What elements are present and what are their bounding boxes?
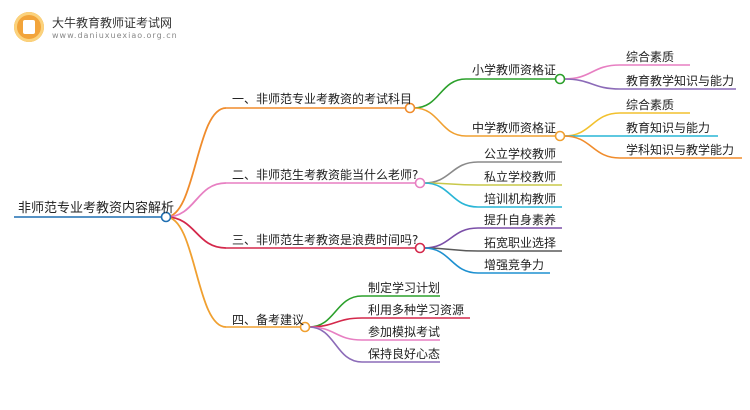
leaf-mock-exam: 参加模拟考试 <box>368 325 441 339</box>
branch-2-dot <box>414 242 426 254</box>
node-secondary-cert: 中学教师资格证 <box>472 121 557 135</box>
leaf-edu-knowledge: 教育知识与能力 <box>626 121 711 135</box>
connector-secondary-leaf-0 <box>563 112 621 137</box>
connector-b1-leaf-2 <box>423 182 479 208</box>
secondary-cert-dot <box>554 130 566 142</box>
connector-primary-cert <box>413 78 467 109</box>
connector-branch-1 <box>165 182 227 218</box>
connector-branch-3 <box>165 216 227 328</box>
primary-cert-dot <box>554 73 566 85</box>
leaf-comprehensive-quality-2: 综合素质 <box>626 98 675 112</box>
connector-b2-leaf-0 <box>423 227 479 249</box>
leaf-study-resources: 利用多种学习资源 <box>368 303 465 317</box>
leaf-edu-teaching-knowledge: 教育教学知识与能力 <box>626 74 735 88</box>
connector-secondary-cert <box>413 107 467 137</box>
branch-1-dot <box>414 177 426 189</box>
connector-b1-leaf-0 <box>423 161 479 184</box>
leaf-training-org: 培训机构教师 <box>484 192 557 206</box>
connector-b2-leaf-2 <box>423 247 479 274</box>
book-icon <box>14 12 44 42</box>
leaf-private-school: 私立学校教师 <box>484 170 557 184</box>
branch-exam-subjects: 一、非师范专业考教资的考试科目 <box>232 92 413 106</box>
branch-prep-advice: 四、备考建议 <box>232 313 305 327</box>
connector-branch-0 <box>165 107 227 218</box>
leaf-competitiveness: 增强竞争力 <box>484 258 545 272</box>
root-topic: 非师范专业考教资内容解析 <box>18 201 175 216</box>
connector-b3-leaf-3 <box>308 326 363 363</box>
branch-0-dot <box>404 102 416 114</box>
connector-primary-leaf-0 <box>563 64 621 80</box>
leaf-comprehensive-quality: 综合素质 <box>626 50 675 64</box>
leaf-study-plan: 制定学习计划 <box>368 281 441 295</box>
branch-3-dot <box>299 321 311 333</box>
connector-branch-2 <box>165 216 227 249</box>
connector-primary-leaf-1 <box>563 78 621 90</box>
leaf-subject-knowledge: 学科知识与教学能力 <box>626 143 735 157</box>
leaf-good-mindset: 保持良好心态 <box>368 347 441 361</box>
branch-waste-time: 三、非师范生考教资是浪费时间吗? <box>232 233 419 247</box>
logo-title: 大牛教育教师证考试网 <box>52 16 173 30</box>
site-logo: 大牛教育教师证考试网 www.daniuxuexiao.org.cn <box>14 12 177 48</box>
leaf-self-improvement: 提升自身素养 <box>484 213 557 227</box>
branch-what-teacher: 二、非师范生考教资能当什么老师? <box>232 168 419 182</box>
logo-url: www.daniuxuexiao.org.cn <box>52 31 178 40</box>
connector-secondary-leaf-2 <box>563 135 621 159</box>
root-node-dot <box>160 211 172 223</box>
leaf-career-options: 拓宽职业选择 <box>484 236 557 250</box>
leaf-public-school: 公立学校教师 <box>484 147 557 161</box>
node-primary-cert: 小学教师资格证 <box>472 63 557 77</box>
